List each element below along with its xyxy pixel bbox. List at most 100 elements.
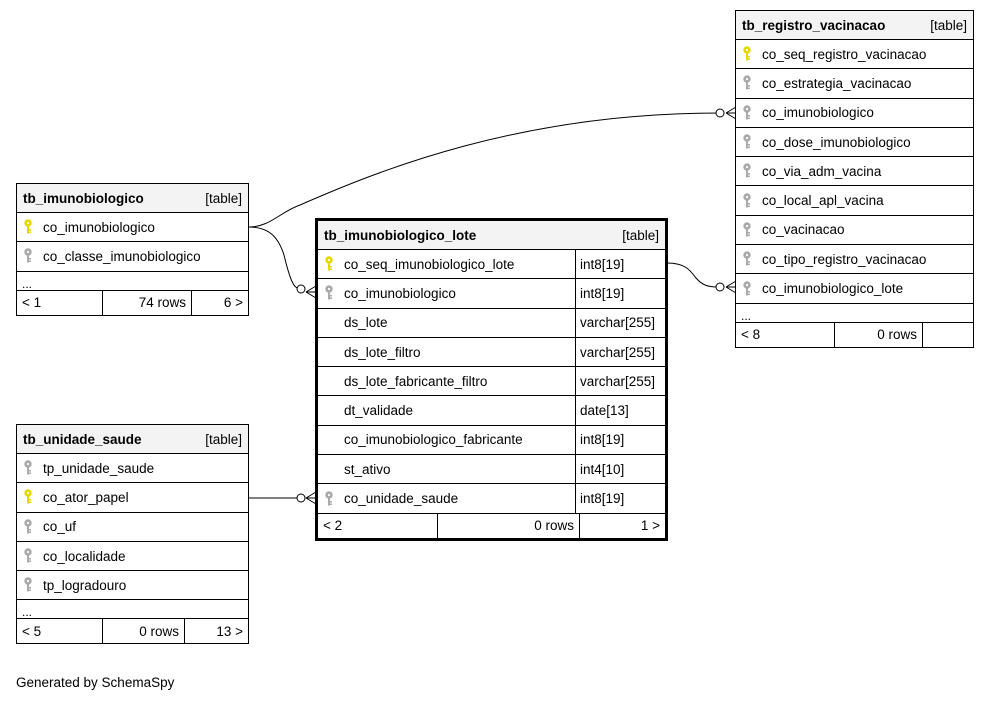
column-name-cell: co_imunobiologico_fabricante	[318, 426, 575, 454]
column-name-cell: tp_logradouro	[17, 571, 248, 599]
column-name-cell: co_ator_papel	[17, 483, 248, 511]
column-name: co_estrategia_vacinacao	[762, 75, 912, 91]
table-header: tb_imunobiologico_lote [table]	[318, 221, 665, 250]
column-list: tp_unidade_saude co_ator_papel co_uf co_loc…	[17, 454, 248, 601]
table-type: [table]	[930, 17, 967, 33]
table-footer: < 1 74 rows 6 >	[17, 290, 248, 315]
more-columns: ...	[736, 304, 973, 323]
column-name-cell: co_seq_imunobiologico_lote	[318, 250, 575, 278]
column-row[interactable]: co_classe_imunobiologico	[17, 242, 248, 272]
foreign-key-icon	[742, 192, 762, 209]
foreign-key-icon	[742, 105, 762, 121]
table-footer: < 5 0 rows 13 >	[17, 619, 248, 644]
column-name: tp_unidade_saude	[43, 460, 155, 476]
column-row[interactable]: co_local_apl_vacina	[736, 186, 973, 216]
relationship-lote-registro	[666, 262, 718, 288]
column-type: varchar[255]	[575, 337, 665, 367]
foreign-key-icon	[742, 222, 762, 238]
column-row[interactable]: tp_unidade_saude	[17, 454, 248, 484]
column-row[interactable]: co_vacinacao	[736, 216, 973, 246]
foreign-key-icon	[742, 134, 762, 150]
column-name-cell: co_estrategia_vacinacao	[736, 69, 973, 97]
column-name: co_ator_papel	[43, 489, 129, 505]
column-name: co_imunobiologico	[762, 105, 874, 121]
primary-key-icon	[742, 46, 762, 62]
table-name: tb_imunobiologico	[23, 190, 144, 206]
column-row[interactable]: co_via_adm_vacina	[736, 157, 973, 187]
foreign-key-icon	[23, 548, 43, 564]
column-name-cell: co_imunobiologico_lote	[736, 274, 973, 302]
column-type: varchar[255]	[575, 308, 665, 337]
primary-key-icon	[23, 489, 43, 505]
parents-count: < 5	[22, 623, 42, 639]
table-unidade-saude[interactable]: tb_unidade_saude [table] tp_unidade_saud…	[16, 424, 249, 645]
table-type: [table]	[205, 431, 242, 447]
table-imunobiologico[interactable]: tb_imunobiologico [table] co_imunobiolog…	[16, 183, 249, 316]
column-name-cell: tp_unidade_saude	[17, 454, 248, 482]
parents-count: < 2	[323, 518, 343, 534]
column-name: co_tipo_registro_vacinacao	[762, 251, 927, 267]
column-row[interactable]: co_seq_registro_vacinacao	[736, 40, 973, 70]
column-name: co_imunobiologico_fabricante	[344, 432, 523, 448]
column-name-cell: co_seq_registro_vacinacao	[736, 40, 973, 68]
column-row[interactable]: tp_logradouro	[17, 571, 248, 601]
column-type: int8[19]	[575, 425, 665, 455]
table-imunobiologico-lote[interactable]: tb_imunobiologico_lote [table] co_seq_im…	[315, 218, 668, 541]
column-name: co_vacinacao	[762, 222, 845, 238]
row-count: 0 rows	[102, 619, 184, 644]
column-name-cell: co_tipo_registro_vacinacao	[736, 245, 973, 273]
table-header: tb_unidade_saude [table]	[17, 425, 248, 454]
column-row[interactable]: co_imunobiologico	[736, 99, 973, 128]
table-name: tb_unidade_saude	[23, 431, 142, 447]
foreign-key-icon	[23, 248, 43, 264]
foreign-key-icon	[742, 280, 762, 297]
column-list: co_imunobiologico co_classe_imunobiologic…	[17, 213, 248, 272]
column-name-cell: co_via_adm_vacina	[736, 157, 973, 185]
column-row[interactable]: co_imunobiologico_lote	[736, 274, 973, 304]
column-row[interactable]: co_seq_imunobiologico_lote int8[19]	[318, 250, 665, 280]
column-row[interactable]: co_dose_imunobiologico	[736, 128, 973, 158]
table-type: [table]	[622, 227, 659, 243]
more-columns: ...	[17, 272, 248, 291]
column-name-cell: ds_lote	[318, 309, 575, 337]
table-name: tb_registro_vacinacao	[742, 17, 886, 33]
column-row[interactable]: co_imunobiologico	[17, 213, 248, 243]
foreign-key-icon	[23, 460, 43, 476]
column-name: ds_lote_filtro	[344, 344, 421, 360]
relationship-imunobiologico-registro	[248, 112, 721, 228]
column-name: dt_validade	[344, 403, 414, 419]
children-count: 13 >	[184, 619, 248, 644]
parents-count: < 1	[22, 295, 42, 311]
table-footer: < 8 0 rows	[736, 322, 973, 347]
children-count: 6 >	[191, 290, 248, 315]
column-name: co_imunobiologico	[43, 219, 155, 235]
column-row[interactable]: co_ator_papel	[17, 483, 248, 513]
column-name: co_localidade	[43, 548, 126, 564]
column-name: st_ativo	[344, 461, 391, 477]
table-header: tb_registro_vacinacao [table]	[736, 11, 973, 40]
foreign-key-icon	[742, 163, 762, 179]
column-name: co_seq_imunobiologico_lote	[344, 256, 515, 272]
column-row[interactable]: co_localidade	[17, 542, 248, 572]
column-row[interactable]: ds_lote_filtro varchar[255]	[318, 337, 665, 368]
primary-key-icon	[324, 256, 344, 272]
column-row[interactable]: co_estrategia_vacinacao	[736, 69, 973, 99]
row-count: 0 rows	[437, 513, 579, 538]
foreign-key-icon	[742, 251, 762, 267]
column-row[interactable]: co_tipo_registro_vacinacao	[736, 245, 973, 275]
generated-by-label: Generated by SchemaSpy	[16, 675, 175, 690]
column-name-cell: st_ativo	[318, 455, 575, 483]
column-name-cell: co_uf	[17, 513, 248, 541]
children-count	[922, 322, 973, 347]
table-registro-vacinacao[interactable]: tb_registro_vacinacao [table] co_seq_reg…	[735, 10, 974, 348]
column-type: int8[19]	[575, 250, 665, 279]
column-row[interactable]: co_imunobiologico_fabricante int8[19]	[318, 425, 665, 456]
column-row[interactable]: co_uf	[17, 513, 248, 542]
